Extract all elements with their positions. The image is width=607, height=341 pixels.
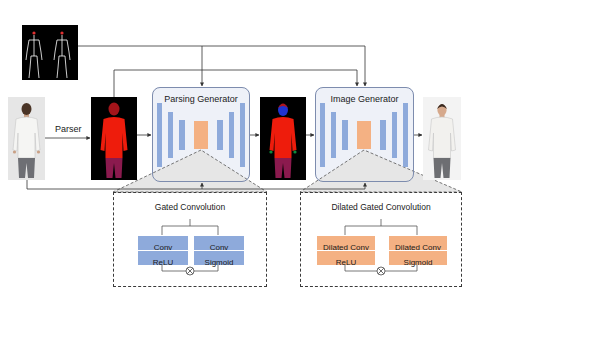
layer-label: Sigmoid: [205, 256, 234, 270]
parsing-input-arrow: [114, 70, 357, 97]
sweater: [429, 117, 456, 158]
hand: [13, 150, 16, 153]
layer-bar: [392, 112, 397, 158]
step-label: Parser: [55, 124, 82, 135]
layer-label: Conv: [154, 241, 173, 255]
pose-input-arrow: [202, 46, 203, 86]
layer-box: Conv: [138, 236, 188, 250]
upper-clothes-region: [101, 117, 128, 158]
bottleneck-bar: [194, 121, 208, 149]
layer-bar: [320, 103, 325, 167]
flow-arrow: [306, 135, 314, 136]
callout-heading: Gated Convolution: [155, 202, 225, 212]
activation-box: ReLU: [317, 251, 375, 265]
flow-arrow: [137, 135, 151, 136]
encoder-decoder-bars: [157, 103, 245, 167]
pose-skeleton: [26, 35, 70, 78]
generator-label: Parsing Generator: [164, 94, 238, 105]
activation-box: Sigmoid: [389, 251, 447, 265]
map-background: [91, 97, 137, 180]
gate-wiring: [162, 219, 417, 271]
callout-heading: Dilated Gated Convolution: [331, 202, 430, 212]
layer-bar: [168, 112, 173, 158]
multiply-circle: [186, 267, 194, 275]
photo-background: [8, 97, 45, 180]
pose-input-arrow: [78, 46, 365, 86]
layer-box: Dilated Conv: [389, 236, 447, 250]
generated-parsing-map: [260, 97, 306, 180]
pose-background: [22, 25, 78, 80]
keypoint: [32, 31, 35, 34]
flow-arrow: [250, 135, 259, 136]
multiply-cross: [378, 268, 384, 274]
trousers: [434, 158, 451, 178]
split-bracket: [162, 219, 218, 235]
activation-box: Sigmoid: [194, 251, 244, 265]
layer-label: Dilated Conv: [323, 241, 369, 255]
face-region: [278, 104, 288, 116]
photo-background: [423, 97, 461, 180]
layer-label: ReLU: [336, 256, 356, 270]
map-background: [260, 97, 306, 180]
flow-arrows: [27, 46, 422, 189]
layer-bar: [229, 112, 234, 158]
layer-label: Conv: [210, 241, 229, 255]
keypoint: [60, 31, 63, 34]
head: [22, 103, 32, 115]
flow-arrow: [414, 135, 422, 136]
layer-bar: [157, 103, 162, 167]
multiply-circle: [377, 267, 385, 275]
generator-box: Parsing Generator: [152, 87, 250, 182]
face: [437, 104, 446, 115]
image-input-arrow: [202, 183, 203, 189]
sweater: [13, 117, 40, 158]
activation-box: ReLU: [138, 251, 188, 265]
pants-region: [275, 158, 292, 178]
skeleton-lines: [26, 35, 42, 78]
skeleton-lines: [54, 35, 70, 78]
hair: [437, 104, 447, 109]
multiply-cross: [187, 268, 193, 274]
layer-bar: [179, 120, 185, 150]
layer-bar: [331, 112, 336, 158]
layer-label: Dilated Conv: [395, 241, 441, 255]
upper-clothes-region: [270, 117, 297, 158]
layer-box: Conv: [194, 236, 244, 250]
encoder-decoder-bars: [320, 103, 408, 167]
bottleneck-bar: [357, 121, 371, 149]
layer-box: Dilated Conv: [317, 236, 375, 250]
arm-region: [293, 150, 296, 153]
layer-bar: [380, 120, 386, 150]
detail-callout: Gated ConvolutionConvConvReLUSigmoid: [113, 192, 267, 287]
layer-bar: [403, 103, 408, 167]
layer-bar: [240, 103, 245, 167]
generator-box: Image Generator: [315, 87, 414, 182]
flow-arrow: [45, 138, 90, 139]
layer-bar: [217, 120, 223, 150]
output-photo: [423, 97, 461, 180]
source-parsing-map: [91, 97, 137, 180]
pants-region: [106, 158, 123, 178]
layer-label: Sigmoid: [404, 256, 433, 270]
pose-image: [22, 25, 78, 80]
generator-label: Image Generator: [330, 94, 398, 105]
detail-callout: Dilated Gated ConvolutionDilated ConvDil…: [300, 192, 462, 287]
hand: [37, 150, 40, 153]
hair-region: [109, 103, 120, 116]
trousers: [18, 158, 35, 178]
layer-bar: [342, 120, 348, 150]
multiply-symbol: [186, 267, 385, 275]
arm-region: [269, 150, 272, 153]
input-photo: [8, 97, 45, 180]
layer-label: ReLU: [153, 256, 173, 270]
split-bracket: [345, 219, 417, 235]
hair-region: [278, 104, 288, 109]
